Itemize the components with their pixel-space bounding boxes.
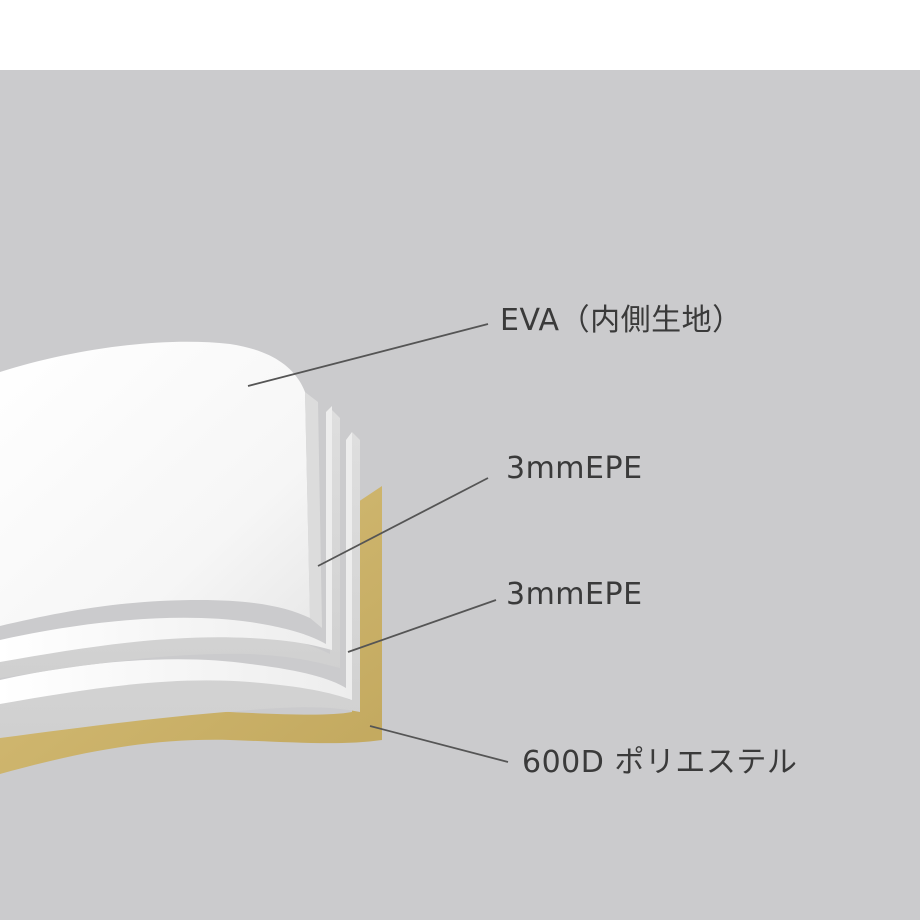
- leader-line-eva: [247, 323, 489, 387]
- leader-line-epe-2: [347, 599, 497, 653]
- label-eva: EVA（内側生地）: [500, 303, 743, 338]
- layer-epe-outer: [0, 432, 360, 738]
- leader-line-epe-1: [317, 477, 489, 567]
- leader-line-polyester: [369, 725, 509, 763]
- layer-epe-inner: [0, 406, 340, 678]
- leader-lines: [247, 323, 509, 763]
- layer-eva: [0, 341, 322, 628]
- label-epe-inner: 3mmEPE: [506, 451, 643, 486]
- layer-polyester: [0, 486, 382, 774]
- label-epe-outer: 3mmEPE: [506, 577, 643, 612]
- label-polyester: 600D ポリエステル: [522, 745, 798, 780]
